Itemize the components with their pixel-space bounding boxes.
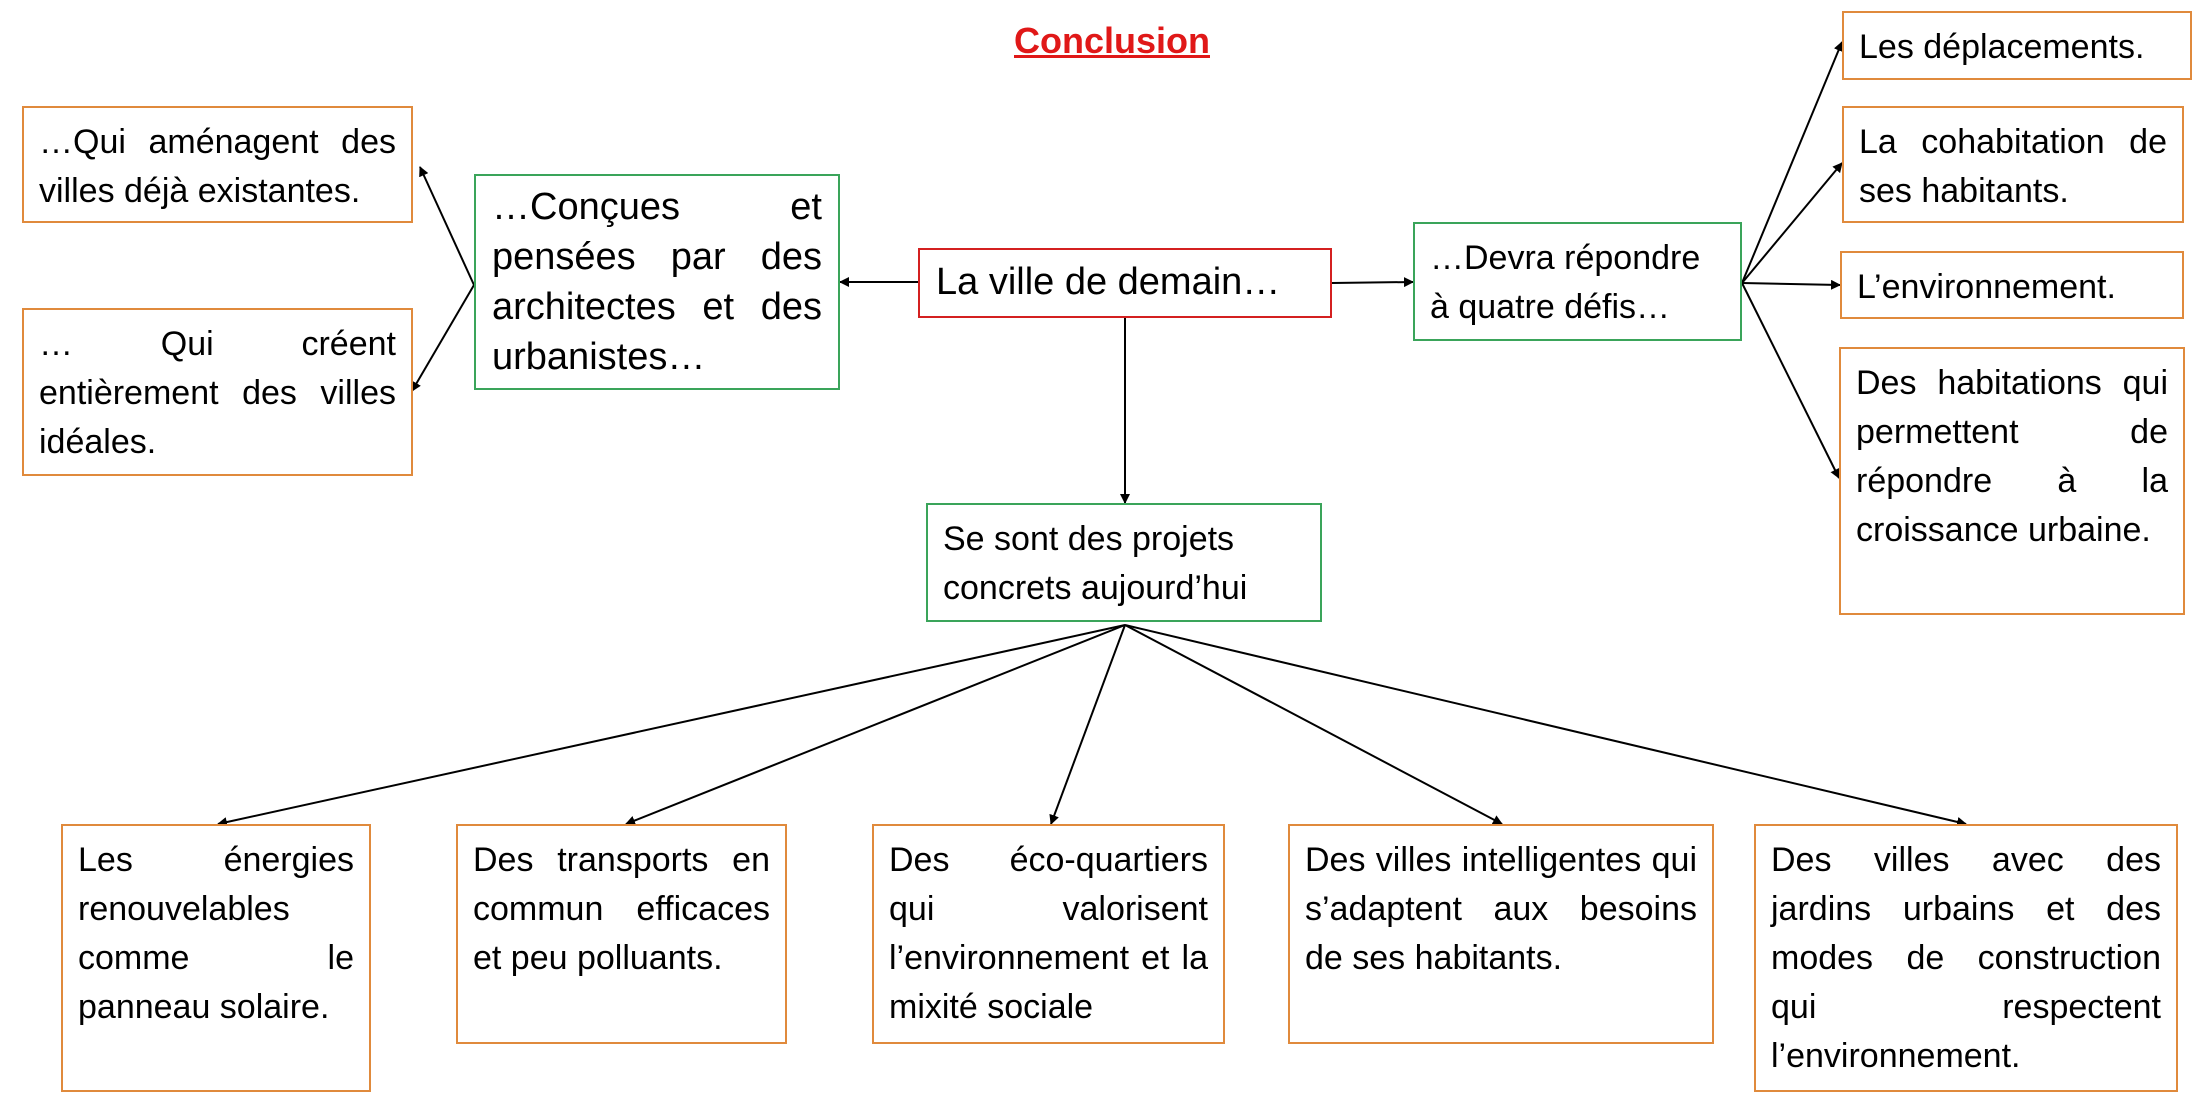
- right-leaf-1: Les déplacements.: [1842, 11, 2192, 80]
- center-node: La ville de demain…: [918, 248, 1332, 318]
- page-title: Conclusion: [1014, 20, 1210, 61]
- bottom-hub-node: Se sont des projets concrets aujourd’hui: [926, 503, 1322, 622]
- arrow-right-hub-to-leaf-4: [1741, 282, 1840, 479]
- right-leaf-3: L’environnement.: [1840, 251, 2184, 319]
- arrow-bottom-hub-to-leaf-4: [1124, 624, 1503, 825]
- left-leaf-1: …Qui aménagent des villes déjà existante…: [22, 106, 413, 223]
- arrow-bottom-hub-to-leaf-2: [625, 624, 1126, 826]
- bottom-leaf-2: Des transports en commun efficaces et pe…: [456, 824, 787, 1044]
- left-leaf-2: … Qui créent entièrement des villes idéa…: [22, 308, 413, 476]
- arrow-center-to-right-hub: [1331, 277, 1414, 288]
- right-leaf-2: La cohabitation de ses habitants.: [1842, 106, 2184, 223]
- bottom-leaf-3: Des éco-quartiers qui valorisent l’envir…: [872, 824, 1225, 1044]
- arrow-left-hub-to-leaf-1: [419, 166, 475, 286]
- right-leaf-4: Des habitations qui permettent de répond…: [1839, 347, 2185, 615]
- arrow-right-hub-to-leaf-1: [1741, 41, 1844, 284]
- left-hub-node: …Conçues et pensées par des architectes …: [474, 174, 840, 390]
- bottom-leaf-5: Des villes avec des jardins urbains et d…: [1754, 824, 2178, 1092]
- arrow-bottom-hub-to-leaf-3: [1049, 624, 1126, 825]
- arrow-right-hub-to-leaf-2: [1741, 162, 1843, 284]
- bottom-leaf-1: Les énergies renouvelables comme le pann…: [61, 824, 371, 1092]
- arrow-bottom-hub-to-leaf-1: [217, 624, 1126, 827]
- bottom-leaf-4: Des villes intelligentes qui s’adaptent …: [1288, 824, 1714, 1044]
- right-hub-node: …Devra répondre à quatre défis…: [1413, 222, 1742, 341]
- arrow-right-hub-to-leaf-3: [1741, 279, 1841, 290]
- arrow-bottom-hub-to-leaf-5: [1124, 624, 1967, 827]
- arrow-left-hub-to-leaf-2: [411, 284, 475, 392]
